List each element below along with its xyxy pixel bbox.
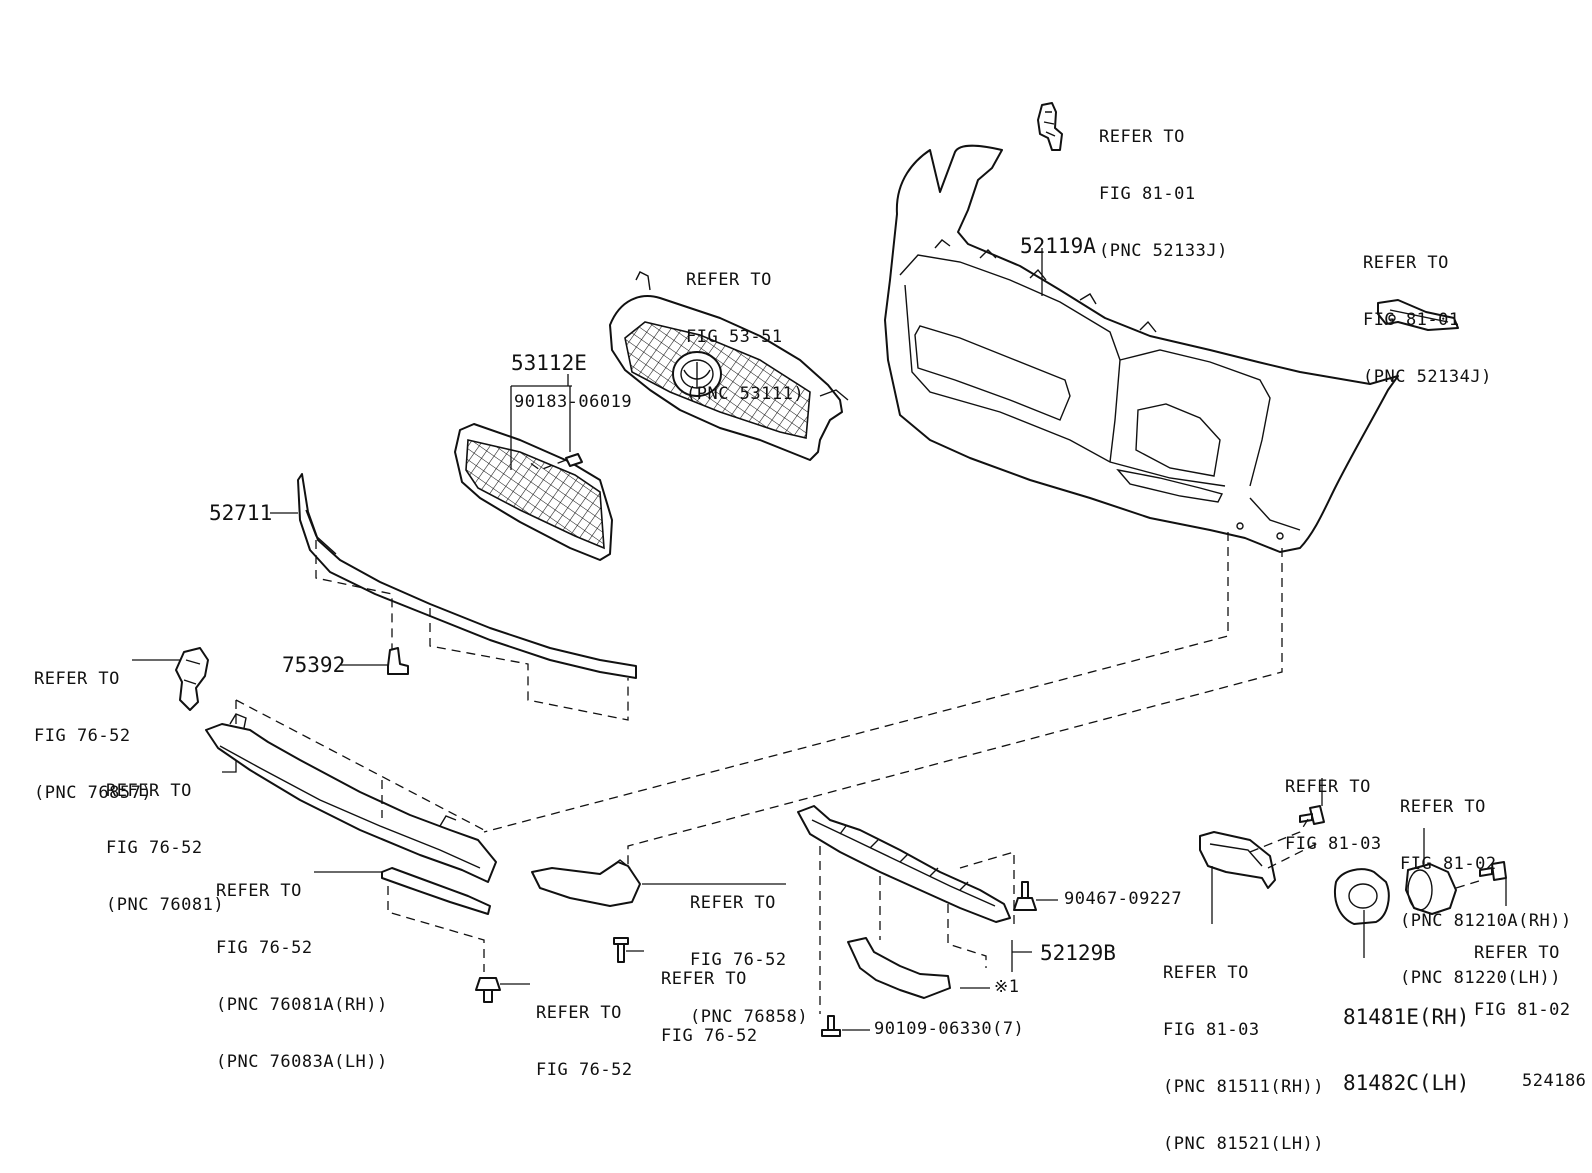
bracket-lh-ref-line-2: FIG 81-01 bbox=[1363, 310, 1460, 330]
side-bracket-ref: REFER TO FIG 76-52 (PNC 76857) bbox=[34, 632, 152, 822]
screw-ref-2-line-2: FIG 76-52 bbox=[536, 1060, 633, 1080]
screw-1-part bbox=[613, 937, 629, 963]
fog-bezel-ref-line-2: FIG 81-03 bbox=[1163, 1020, 1260, 1040]
grille-ref: REFER TO FIG 53-51 (PNC 53111) bbox=[686, 233, 804, 423]
fog-cover-part bbox=[1334, 868, 1390, 925]
grille-ref-line-3: (PNC 53111) bbox=[686, 384, 805, 404]
fog-lamp-ref: REFER TO FIG 81-02 (PNC 81210A(RH)) (PNC… bbox=[1400, 760, 1572, 1007]
fog-bolt-ref-line-1: REFER TO bbox=[1474, 943, 1560, 963]
clip-75392-part bbox=[387, 647, 409, 675]
spoiler-extension-part bbox=[381, 867, 491, 915]
molding-label: 52711 bbox=[209, 501, 273, 525]
lower-grille-clip-label: 90183-06019 bbox=[514, 392, 633, 412]
bracket-rh-ref-line-3: (PNC 52133J) bbox=[1099, 241, 1228, 261]
parts-diagram bbox=[132, 102, 1507, 1037]
fog-bolt-ref-line-2: FIG 81-02 bbox=[1474, 1000, 1571, 1020]
bolt-90109-part bbox=[821, 1015, 841, 1037]
clip-90467-label: 90467-09227 bbox=[1064, 889, 1183, 909]
bracket-lh-ref-line-3: (PNC 52134J) bbox=[1363, 367, 1492, 387]
fog-cover-label-lh: 81482C(LH) bbox=[1343, 1071, 1470, 1095]
bracket-rh-part bbox=[1037, 102, 1063, 151]
fog-lamp-ref-line-3: (PNC 81210A(RH)) bbox=[1400, 911, 1572, 931]
corner-trim-ref-line-3: (PNC 76858) bbox=[690, 1007, 809, 1027]
side-bracket-part bbox=[175, 647, 209, 711]
diagram-id: 524186 bbox=[1522, 1071, 1587, 1091]
absorber-plate-part bbox=[847, 937, 951, 999]
bracket-rh-ref-line-2: FIG 81-01 bbox=[1099, 184, 1196, 204]
absorber-part bbox=[797, 805, 1011, 923]
bolt-90109-label: 90109-06330(7) bbox=[874, 1019, 1025, 1039]
fog-bolt-part bbox=[1479, 861, 1507, 881]
bracket-rh-ref: REFER TO FIG 81-01 (PNC 52133J) bbox=[1099, 90, 1228, 280]
screw-ref-2: REFER TO FIG 76-52 bbox=[536, 966, 633, 1099]
corner-trim-ref-line-2: FIG 76-52 bbox=[690, 950, 787, 970]
spoiler-ext-ref-line-4: (PNC 76083A(LH)) bbox=[216, 1052, 388, 1072]
bumper-cover-label: 52119A bbox=[1020, 234, 1096, 258]
clip-90467-part bbox=[1013, 881, 1037, 911]
spoiler-ref-line-1: REFER TO bbox=[106, 781, 192, 801]
bracket-lh-ref: REFER TO FIG 81-01 (PNC 52134J) bbox=[1363, 216, 1492, 406]
bumper-cover-part bbox=[884, 144, 1399, 553]
fog-bezel-ref-line-3: (PNC 81511(RH)) bbox=[1163, 1077, 1325, 1097]
fog-cover-label: 81481E(RH) 81482C(LH) bbox=[1343, 962, 1469, 1116]
fog-bolt-ref: REFER TO FIG 81-02 bbox=[1474, 906, 1571, 1039]
fog-lamp-ref-line-4: (PNC 81220(LH)) bbox=[1400, 968, 1562, 988]
corner-trim-ref-line-1: REFER TO bbox=[690, 893, 776, 913]
spoiler-ext-ref-line-1: REFER TO bbox=[216, 881, 302, 901]
fog-lamp-part bbox=[1405, 863, 1457, 915]
spoiler-part bbox=[205, 713, 497, 883]
fog-bezel-part bbox=[1199, 831, 1276, 889]
screw-ref-1-line-1: REFER TO bbox=[661, 969, 747, 989]
bracket-lh-ref-line-1: REFER TO bbox=[1363, 253, 1449, 273]
fog-lamp-ref-line-1: REFER TO bbox=[1400, 797, 1486, 817]
fog-bezel-ref-line-4: (PNC 81521(LH)) bbox=[1163, 1134, 1325, 1154]
screw-ref-1: REFER TO FIG 76-52 bbox=[661, 932, 758, 1065]
screw-ref-2-line-1: REFER TO bbox=[536, 1003, 622, 1023]
grille-ref-line-1: REFER TO bbox=[686, 270, 772, 290]
leader-lines bbox=[132, 248, 1507, 1031]
side-bracket-ref-line-2: FIG 76-52 bbox=[34, 726, 131, 746]
side-bracket-ref-line-1: REFER TO bbox=[34, 669, 120, 689]
corner-trim-ref: REFER TO FIG 76-52 (PNC 76858) bbox=[690, 856, 808, 1046]
fog-bezel-ref: REFER TO FIG 81-03 (PNC 81511(RH)) (PNC … bbox=[1163, 926, 1324, 1173]
dashed-assembly-lines bbox=[235, 459, 1483, 1014]
lower-grille-clip-part bbox=[565, 453, 583, 467]
molding-part bbox=[297, 473, 637, 679]
spoiler-ext-ref-line-2: FIG 76-52 bbox=[216, 938, 313, 958]
clip-bottom-left-part bbox=[475, 977, 501, 1003]
fog-screw-part bbox=[1299, 805, 1325, 825]
radiator-grille-part bbox=[609, 271, 849, 461]
spoiler-ref-line-3: (PNC 76081) bbox=[106, 895, 225, 915]
side-bracket-ref-line-3: (PNC 76857) bbox=[34, 783, 153, 803]
fog-screw-ref: REFER TO FIG 81-03 bbox=[1285, 740, 1382, 873]
corner-trim-part bbox=[531, 859, 641, 907]
note-x1-label: ※1 bbox=[994, 977, 1020, 997]
spoiler-ext-ref: REFER TO FIG 76-52 (PNC 76081A(RH)) (PNC… bbox=[216, 844, 388, 1091]
absorber-label: 52129B bbox=[1040, 941, 1116, 965]
grille-ref-line-2: FIG 53-51 bbox=[686, 327, 783, 347]
clip-75392-label: 75392 bbox=[282, 653, 346, 677]
spoiler-ext-ref-line-3: (PNC 76081A(RH)) bbox=[216, 995, 388, 1015]
spoiler-ref: REFER TO FIG 76-52 (PNC 76081) bbox=[106, 744, 224, 934]
bracket-lh-part bbox=[1377, 299, 1459, 331]
screw-ref-1-line-2: FIG 76-52 bbox=[661, 1026, 758, 1046]
lower-grille-label: 53112E bbox=[511, 351, 587, 375]
fog-screw-ref-line-2: FIG 81-03 bbox=[1285, 834, 1382, 854]
lower-grille-part bbox=[454, 423, 613, 561]
spoiler-ref-line-2: FIG 76-52 bbox=[106, 838, 203, 858]
fog-cover-label-rh: 81481E(RH) bbox=[1343, 1005, 1470, 1029]
fog-bezel-ref-line-1: REFER TO bbox=[1163, 963, 1249, 983]
fog-lamp-ref-line-2: FIG 81-02 bbox=[1400, 854, 1497, 874]
fog-screw-ref-line-1: REFER TO bbox=[1285, 777, 1371, 797]
bracket-rh-ref-line-1: REFER TO bbox=[1099, 127, 1185, 147]
